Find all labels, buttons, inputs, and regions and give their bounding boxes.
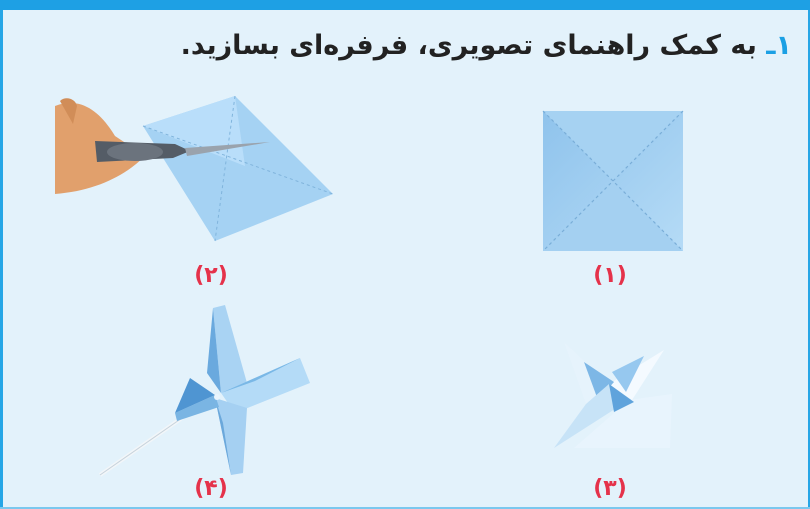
cutting-paper-scissors-icon xyxy=(55,96,334,242)
figure-caption-2: (۲) xyxy=(194,263,228,288)
question-title: ۱ـ به کمک راهنمای تصویری، فرفره‌ای بسازی… xyxy=(181,30,792,61)
figure-caption-1: (۱) xyxy=(593,263,627,288)
right-border xyxy=(808,10,810,509)
figure-caption-3: (۳) xyxy=(593,476,627,501)
finished-pinwheel-icon xyxy=(98,305,310,477)
folded-paper-square-icon xyxy=(542,110,684,252)
figure-caption-4: (۴) xyxy=(194,476,228,501)
question-dash: ـ xyxy=(766,30,776,61)
bottom-border xyxy=(0,507,810,509)
question-text: به کمک راهنمای تصویری، فرفره‌ای بسازید. xyxy=(180,30,757,61)
folding-pinwheel-icon xyxy=(554,342,672,448)
header-bar xyxy=(0,0,810,10)
left-border xyxy=(0,10,3,509)
question-number: ۱ xyxy=(775,30,792,61)
